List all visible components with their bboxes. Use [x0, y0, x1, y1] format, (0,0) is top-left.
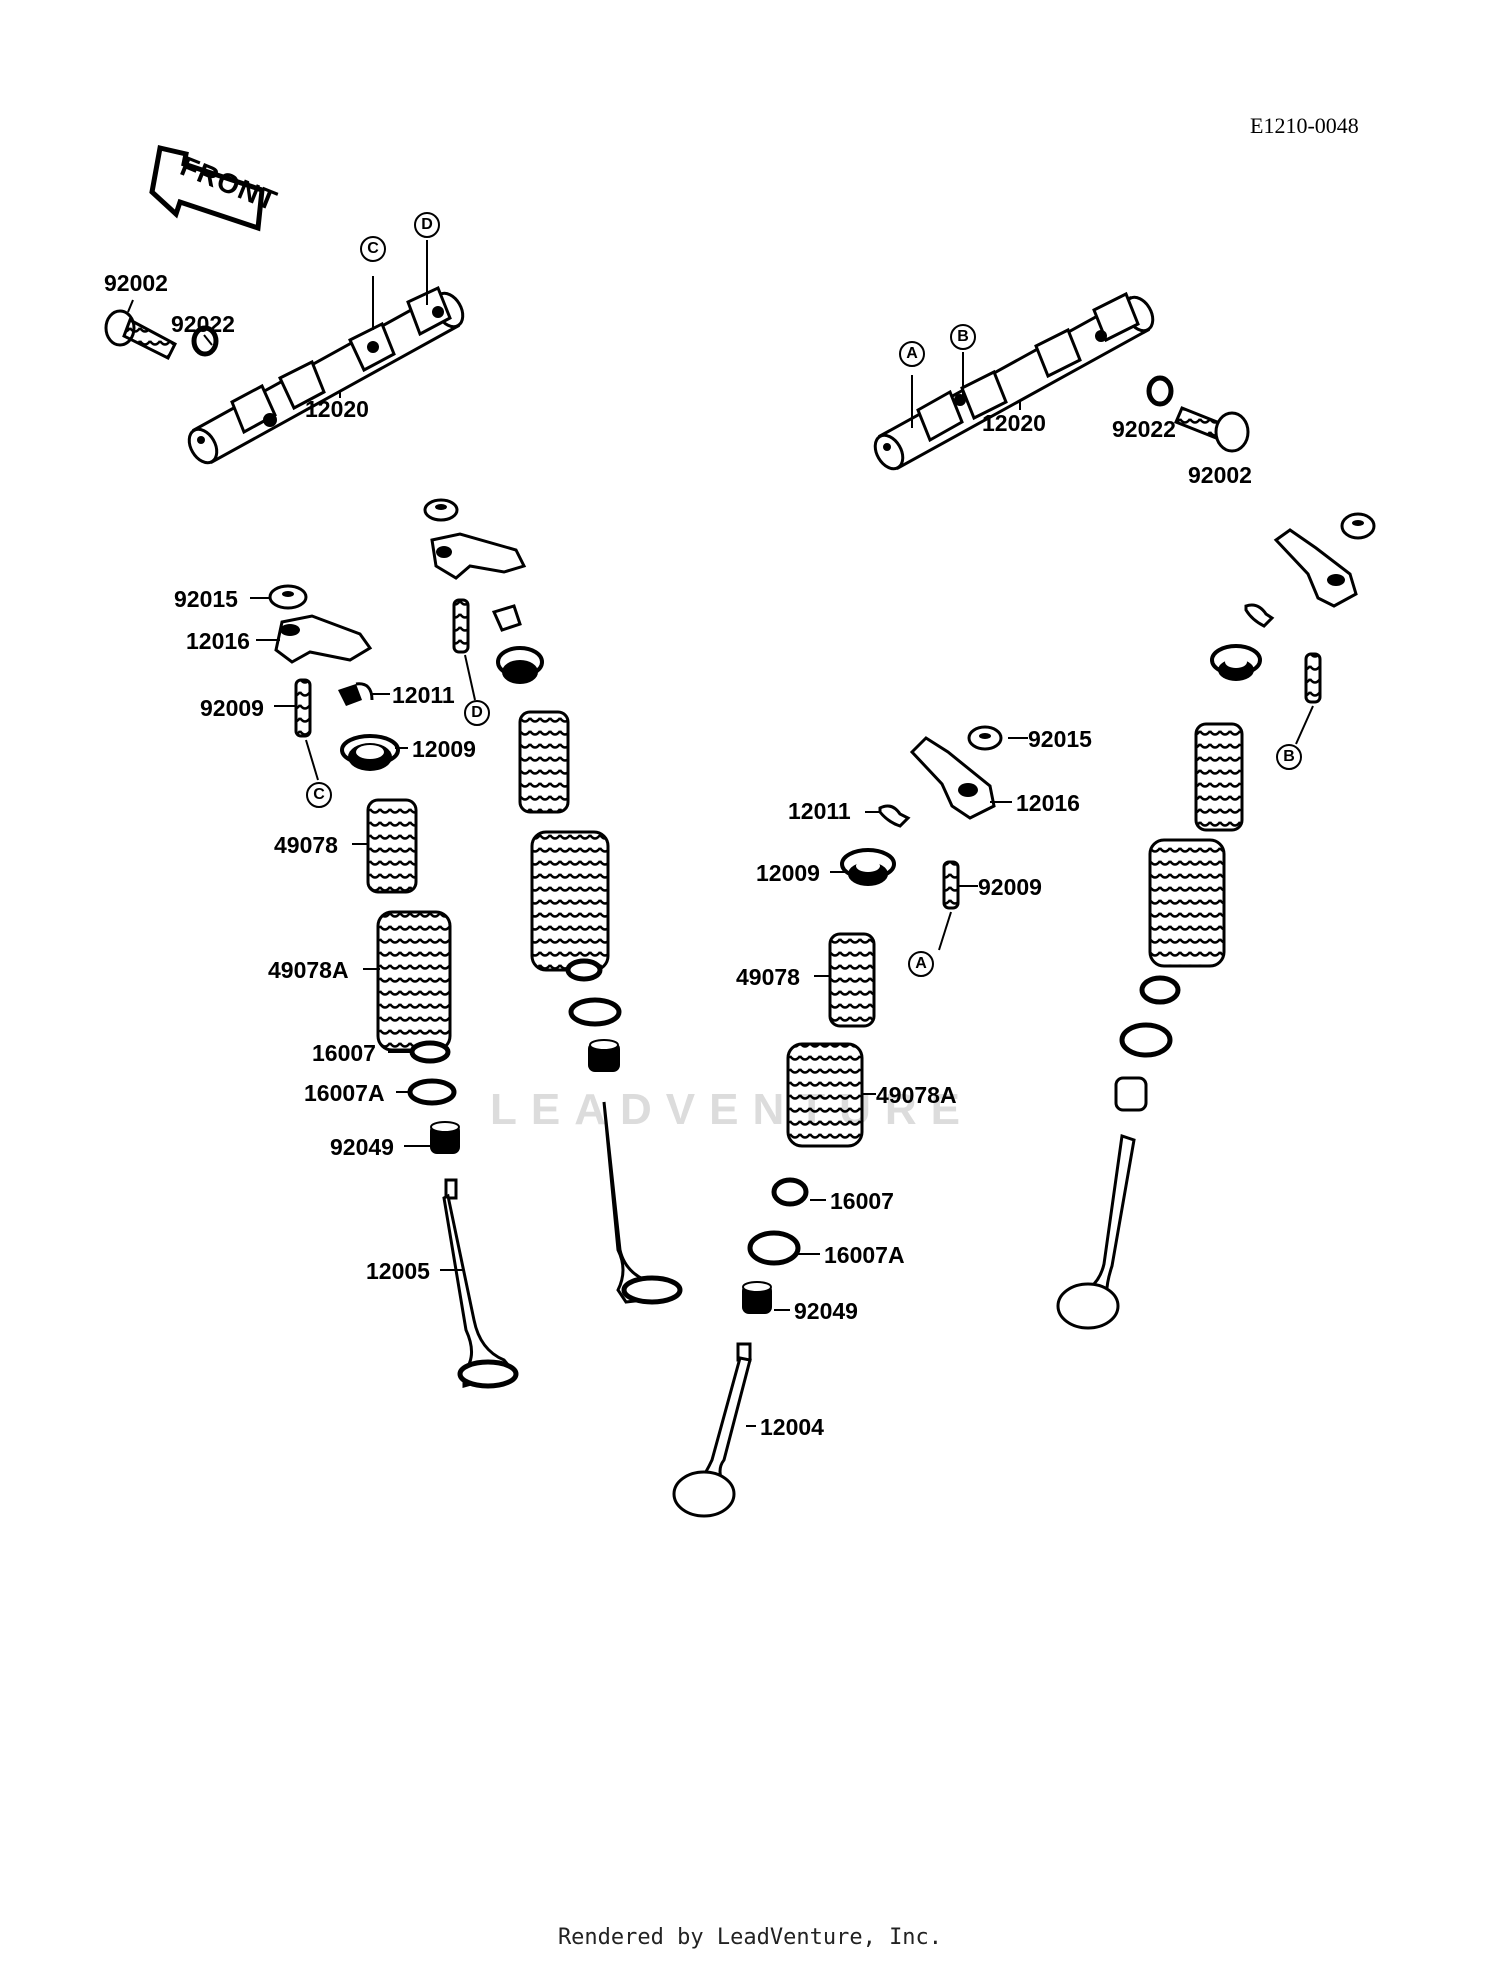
left-cotter-part — [338, 682, 374, 706]
right-inner-spring-part — [1194, 722, 1244, 832]
left-adjusting-screw-part — [294, 678, 312, 738]
exhaust-valve-part — [442, 1178, 519, 1389]
left-oil-seal-part — [430, 1121, 460, 1154]
callout-92002-left: 92002 — [104, 270, 168, 296]
top-cotter-part — [491, 604, 522, 632]
reference-mark-c: C — [360, 236, 386, 262]
left-inner-spring-part — [366, 798, 418, 894]
callout-16007a-center: 16007A — [824, 1242, 905, 1268]
left-retainer-part — [340, 734, 400, 771]
center-cotter-part — [878, 804, 911, 828]
center-seat-part — [771, 1177, 809, 1207]
callout-92022-right: 92022 — [1112, 416, 1176, 442]
right-valve-part — [1056, 1134, 1136, 1330]
center-rocker-part — [909, 736, 996, 820]
diagram-code: E1210-0048 — [1250, 113, 1359, 138]
right-cotter-part — [1244, 603, 1275, 628]
callout-92049-left: 92049 — [330, 1134, 394, 1160]
callout-92022-left: 92022 — [171, 311, 235, 337]
center-inner-spring-part — [828, 932, 876, 1028]
top-adjusting-screw-part — [452, 598, 470, 654]
right-rocker-part — [1273, 528, 1358, 608]
watermark-text: LEADVENTURE — [490, 1085, 975, 1134]
reference-mark-d: D — [414, 212, 440, 238]
center-adjusting-screw-part — [942, 860, 960, 910]
intake-valve-part — [672, 1342, 752, 1518]
right-outer-spring-part — [1148, 838, 1226, 968]
callout-12011-left: 12011 — [392, 682, 455, 708]
right-bolt-part — [1174, 406, 1250, 453]
callout-12005: 12005 — [366, 1258, 430, 1284]
front-arrow-icon — [149, 144, 265, 232]
callout-49078a-center: 49078A — [876, 1082, 957, 1108]
callout-16007-left: 16007 — [312, 1040, 376, 1066]
left-outer-spring-part — [376, 910, 452, 1052]
callout-92009-center: 92009 — [978, 874, 1042, 900]
top-inner-spring-part — [518, 710, 570, 814]
top-locknut-part — [423, 498, 459, 522]
center-outer-spring-part — [786, 1042, 864, 1148]
callout-92015-left: 92015 — [174, 586, 238, 612]
top-outer-spring-part — [530, 830, 610, 972]
left-seat-part — [409, 1040, 451, 1064]
callout-16007a-left: 16007A — [304, 1080, 385, 1106]
callout-92015-center: 92015 — [1028, 726, 1092, 752]
callout-12016-center: 12016 — [1016, 790, 1080, 816]
callout-92049-center: 92049 — [794, 1298, 858, 1324]
reference-mark-a-screw: A — [908, 951, 934, 977]
center-oil-seal-part — [742, 1281, 772, 1314]
left-camshaft-part — [187, 285, 465, 465]
reference-mark-c-screw: C — [306, 782, 332, 808]
center-locknut-part — [967, 725, 1003, 751]
left-rocker-part — [274, 614, 373, 664]
left-locknut-part — [268, 584, 308, 610]
center-retainer-part — [840, 848, 896, 886]
top-rocker-part — [430, 532, 527, 580]
right-washer-part — [1146, 375, 1174, 407]
right-locknut-part — [1340, 512, 1376, 540]
right-retainer-part — [1210, 644, 1262, 681]
reference-mark-b-screw: B — [1276, 744, 1302, 770]
callout-12020-left: 12020 — [305, 396, 369, 422]
right-camshaft-part — [873, 291, 1155, 471]
left-bolt-part — [104, 309, 177, 361]
callout-49078-left: 49078 — [274, 832, 338, 858]
callout-92002-right: 92002 — [1188, 462, 1252, 488]
callout-49078-center: 49078 — [736, 964, 800, 990]
reference-mark-b: B — [950, 324, 976, 350]
center-seat-a-part — [747, 1230, 801, 1266]
left-washer-part — [191, 325, 219, 357]
left-seat-a-part — [407, 1078, 457, 1106]
callout-16007-center: 16007 — [830, 1188, 894, 1214]
callout-49078a-left: 49078A — [268, 957, 349, 983]
callout-12011-center: 12011 — [788, 798, 851, 824]
top-retainer-part — [496, 646, 544, 684]
footer-credit: Rendered by LeadVenture, Inc. — [557, 1925, 943, 1950]
top-valve-part — [602, 1101, 683, 1305]
reference-mark-d-screw: D — [464, 700, 490, 726]
right-adjusting-screw-part — [1304, 652, 1322, 704]
callout-12004: 12004 — [760, 1414, 824, 1440]
callout-12009-left: 12009 — [412, 736, 476, 762]
callout-12009-center: 12009 — [756, 860, 820, 886]
callout-12020-right: 12020 — [982, 410, 1046, 436]
callout-92009-left: 92009 — [200, 695, 264, 721]
callout-12016-left: 12016 — [186, 628, 250, 654]
reference-mark-a: A — [899, 341, 925, 367]
